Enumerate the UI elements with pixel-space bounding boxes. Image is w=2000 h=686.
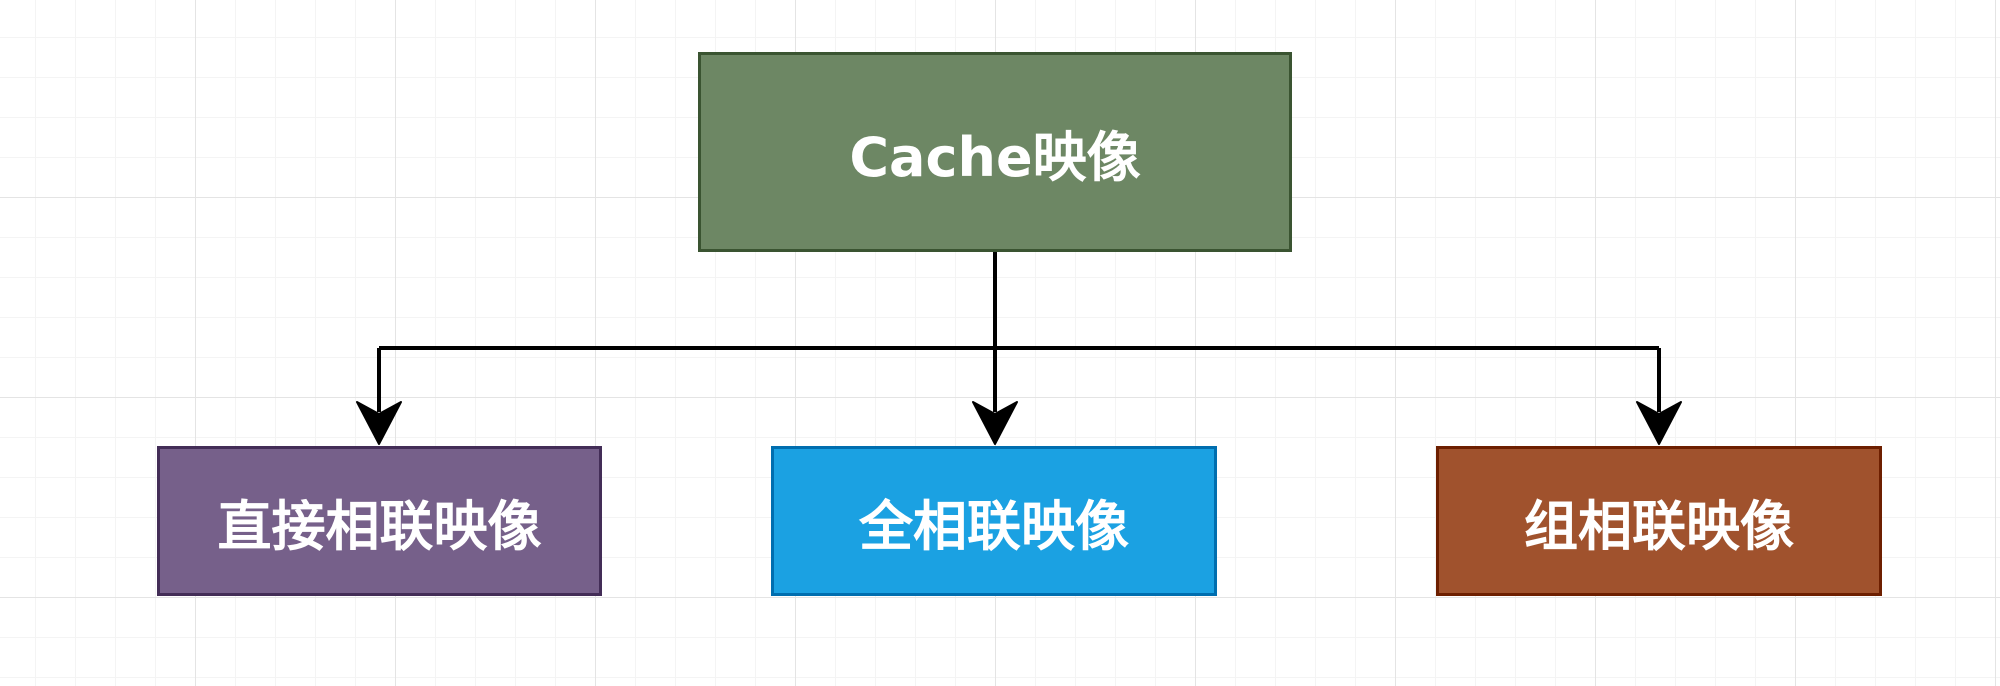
arrowhead-full (972, 401, 1018, 445)
node-cache-mapping[interactable]: Cache映像 (698, 52, 1292, 252)
arrowhead-direct (356, 401, 402, 445)
node-set-associative-mapping[interactable]: 组相联映像 (1436, 446, 1882, 596)
node-direct-mapping[interactable]: 直接相联映像 (157, 446, 602, 596)
arrowhead-set (1636, 401, 1682, 445)
node-fully-associative-mapping[interactable]: 全相联映像 (771, 446, 1217, 596)
